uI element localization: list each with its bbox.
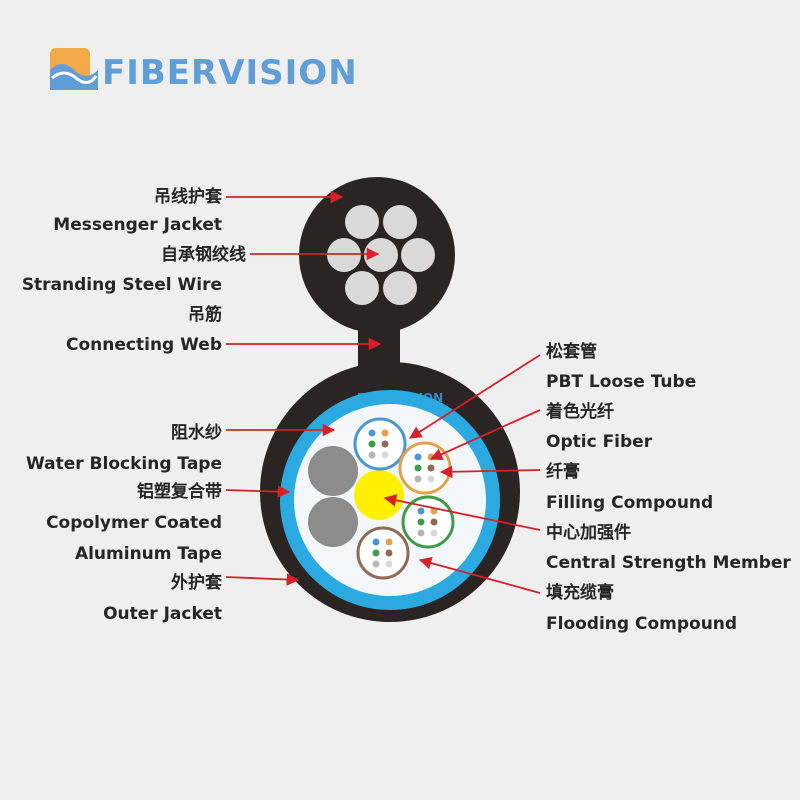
steel-wire: [383, 271, 417, 305]
arrow-flooding-compound: [418, 556, 541, 594]
loose-tube-brown: [356, 526, 410, 580]
arrow-loose-tube: [408, 354, 541, 439]
label-flooding-compound-zh: 填充缆膏: [546, 582, 614, 603]
main-cable: FIBERVISION: [260, 362, 520, 622]
labels-right: 松套管 PBT Loose Tube 着色光纤 Optic Fiber 纤膏 F…: [545, 341, 791, 634]
label-flooding-compound-en: Flooding Compound: [546, 614, 737, 634]
label-optic-fiber-zh: 着色光纤: [545, 401, 614, 422]
steel-wire: [327, 238, 361, 272]
label-filling-compound-zh: 纤膏: [546, 461, 580, 482]
label-messenger-jacket-zh: 吊线护套: [154, 186, 223, 207]
arrow-filling-compound: [439, 465, 541, 479]
fibervision-logo-icon: [50, 48, 98, 90]
label-steel-wire-en: Stranding Steel Wire: [22, 275, 222, 295]
label-filling-compound-en: Filling Compound: [546, 493, 713, 513]
arrow-outer-jacket: [225, 573, 300, 586]
label-strength-member-zh: 中心加强件: [546, 522, 631, 543]
central-strength-member: [354, 470, 404, 520]
arrow-strength-member: [383, 494, 541, 531]
brand-logo: FIBERVISION: [50, 48, 358, 93]
label-outer-jacket-zh: 外护套: [171, 572, 223, 593]
messenger-section: [299, 177, 455, 380]
label-strength-member-en: Central Strength Member: [546, 553, 791, 573]
steel-wire: [383, 205, 417, 239]
loose-tube-blue: [353, 417, 407, 471]
steel-wire: [401, 238, 435, 272]
label-outer-jacket-en: Outer Jacket: [103, 604, 222, 624]
label-aluminum-tape-en2: Aluminum Tape: [75, 544, 222, 564]
label-aluminum-tape-en: Copolymer Coated: [46, 513, 222, 533]
label-loose-tube-en: PBT Loose Tube: [546, 372, 696, 392]
steel-wires: [327, 205, 435, 305]
brand-name: FIBERVISION: [102, 53, 358, 93]
labels-left: 吊线护套 Messenger Jacket 自承钢绞线 Stranding St…: [22, 186, 246, 624]
steel-wire-center: [364, 238, 398, 272]
steel-wire: [345, 271, 379, 305]
arrow-aluminum-tape: [225, 485, 291, 498]
label-water-blocking-en: Water Blocking Tape: [26, 454, 222, 474]
filler-rod: [308, 446, 358, 496]
loose-tube-orange: [398, 441, 452, 495]
filler-rod: [308, 497, 358, 547]
label-connecting-web-en: Connecting Web: [66, 335, 222, 355]
label-water-blocking-zh: 阻水纱: [171, 422, 222, 443]
label-aluminum-tape-zh: 铝塑复合带: [137, 481, 222, 502]
label-loose-tube-zh: 松套管: [546, 341, 597, 362]
label-steel-wire-zh: 自承钢绞线: [161, 244, 246, 265]
pointer-arrows: [225, 190, 541, 594]
loose-tube-green: [401, 495, 455, 549]
arrow-optic-fiber: [429, 409, 541, 461]
label-messenger-jacket-en: Messenger Jacket: [53, 215, 222, 235]
label-optic-fiber-en: Optic Fiber: [546, 432, 653, 452]
steel-wire: [345, 205, 379, 239]
label-connecting-web-zh: 吊筋: [188, 304, 222, 325]
